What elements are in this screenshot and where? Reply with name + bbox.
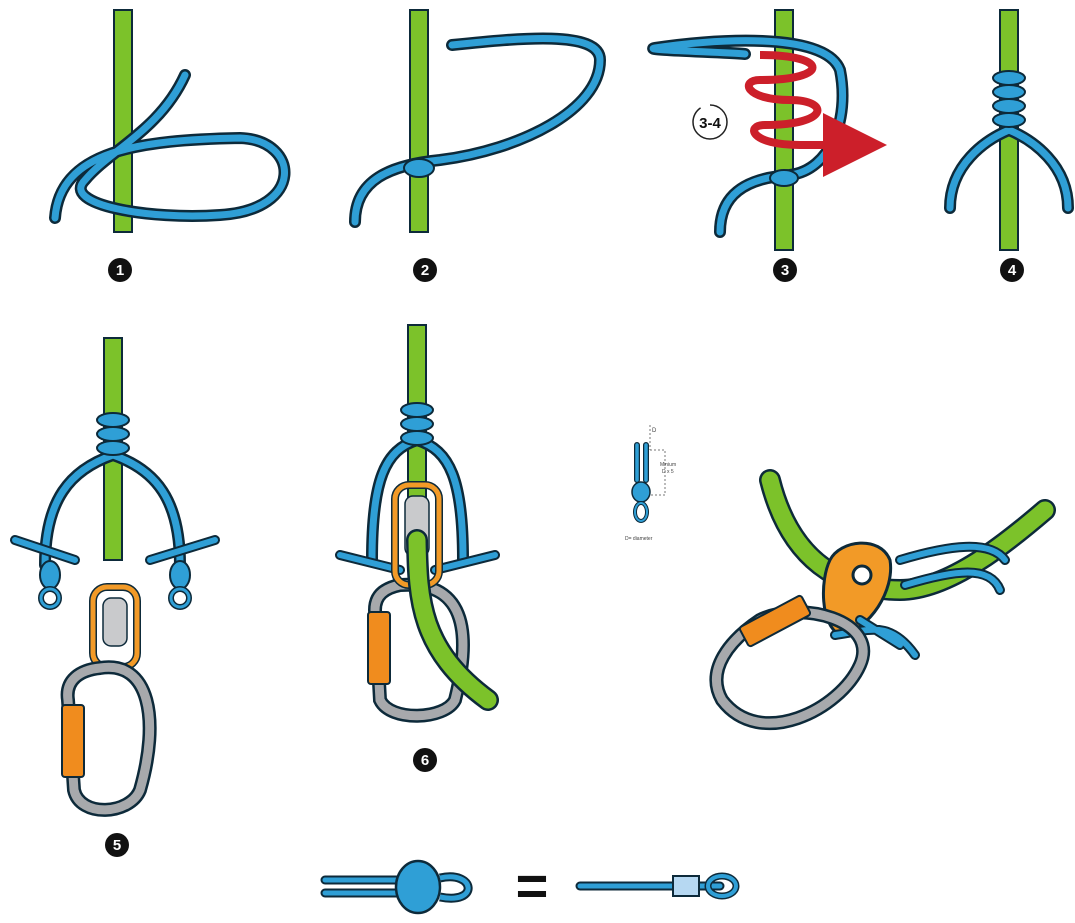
carabiner-gate — [62, 705, 84, 777]
sling-equivalence: = — [325, 854, 736, 917]
prusik-wraps — [993, 71, 1025, 127]
step-1-label: 1 — [116, 262, 124, 279]
step-3-illustration: 3-4 3 — [653, 10, 855, 282]
pulley-3d-view — [716, 480, 1045, 723]
step-5-label: 5 — [113, 837, 121, 854]
detail-footnote: D= diameter — [625, 536, 653, 542]
step-4-illustration: 4 — [950, 10, 1068, 282]
prusik-wraps — [401, 403, 433, 445]
detail-minimum-label: Minium — [660, 462, 676, 468]
green-line — [770, 480, 1045, 590]
step-3-label: 3 — [781, 262, 789, 279]
equals-sign: = — [516, 854, 549, 917]
wrap-count-label: 3-4 — [699, 115, 721, 132]
green-line — [410, 10, 428, 232]
sling-size-detail: D Minium D x 5 D= diameter — [625, 425, 676, 542]
green-line — [114, 10, 132, 232]
step-4-label: 4 — [1008, 262, 1017, 279]
detail-formula: D x 5 — [662, 469, 674, 475]
left-end-loop — [15, 540, 75, 607]
carabiner-gate — [739, 595, 811, 647]
step-6-illustration: 6 — [340, 325, 495, 772]
pulley — [93, 587, 137, 667]
right-end-loop — [150, 540, 215, 607]
step-6-label: 6 — [421, 752, 429, 769]
step-2-label: 2 — [421, 262, 429, 279]
carabiner — [62, 667, 150, 810]
carabiner — [716, 595, 863, 723]
prusik-loop — [355, 38, 600, 222]
prusik-wraps — [97, 413, 129, 455]
step-5-illustration: 5 — [15, 338, 215, 857]
carabiner-gate — [368, 612, 390, 684]
step-2-illustration: 2 — [355, 10, 600, 282]
step-1-illustration: 1 — [55, 10, 285, 282]
detail-top-letter: D — [652, 428, 657, 434]
sewn-sling — [580, 876, 736, 896]
knotted-sling — [325, 861, 468, 913]
